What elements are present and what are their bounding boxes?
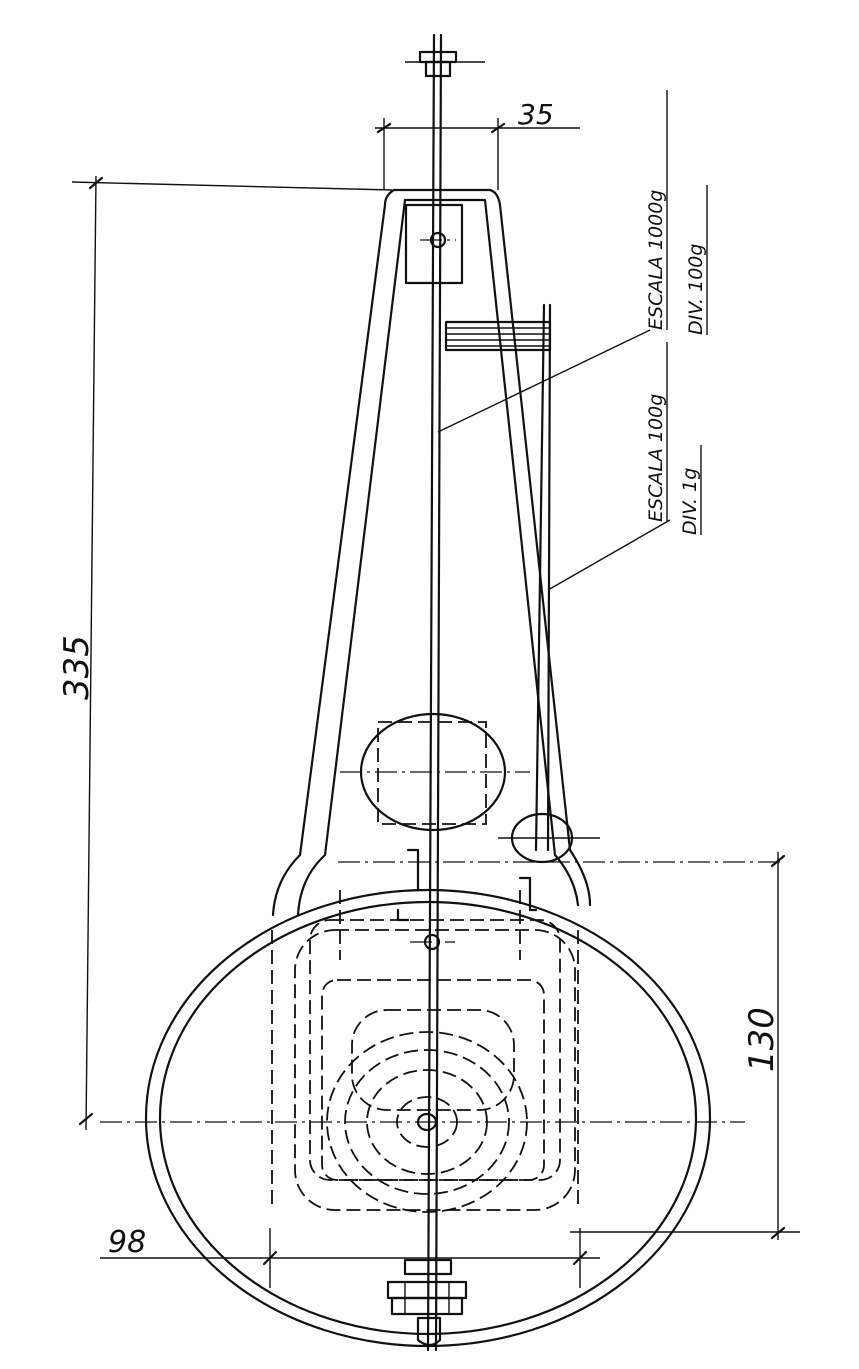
dim-height	[71, 175, 393, 1131]
dim-bottom-width	[100, 1228, 600, 1288]
dim-bowl-offset	[570, 852, 800, 1240]
dim-top-width	[375, 118, 580, 190]
div-1-label: DIV. 1g	[679, 468, 701, 535]
div-100-label: DIV. 100g	[685, 244, 707, 335]
bowl-inner	[158, 900, 698, 1336]
hidden-internals	[271, 890, 579, 1213]
leader-scale-1000	[437, 329, 651, 433]
central-rod-right	[434, 33, 443, 1352]
top-pivot-block	[404, 203, 464, 285]
central-rod-left	[426, 33, 436, 1352]
leader-scale-100	[547, 519, 671, 591]
secondary-rod-right	[546, 303, 552, 852]
bottom-mechanism	[386, 1258, 468, 1347]
scale-100-label: ESCALA 100g	[645, 394, 667, 522]
right-bracket	[518, 876, 538, 912]
scale-1000-label: ESCALA 1000g	[645, 190, 667, 330]
dim-bowl-offset-label: 130	[742, 1007, 782, 1072]
secondary-rod-left	[534, 303, 546, 852]
beam-inner-outline	[296, 198, 580, 917]
dim-top-width-label: 35	[518, 98, 554, 131]
large-slide-weight	[340, 712, 530, 832]
left-bracket	[396, 848, 420, 922]
top-knob	[405, 50, 485, 78]
dim-bottom-width-label: 98	[108, 1225, 146, 1260]
dim-height-label: 335	[57, 635, 97, 700]
beam-outer-outline	[271, 188, 592, 917]
